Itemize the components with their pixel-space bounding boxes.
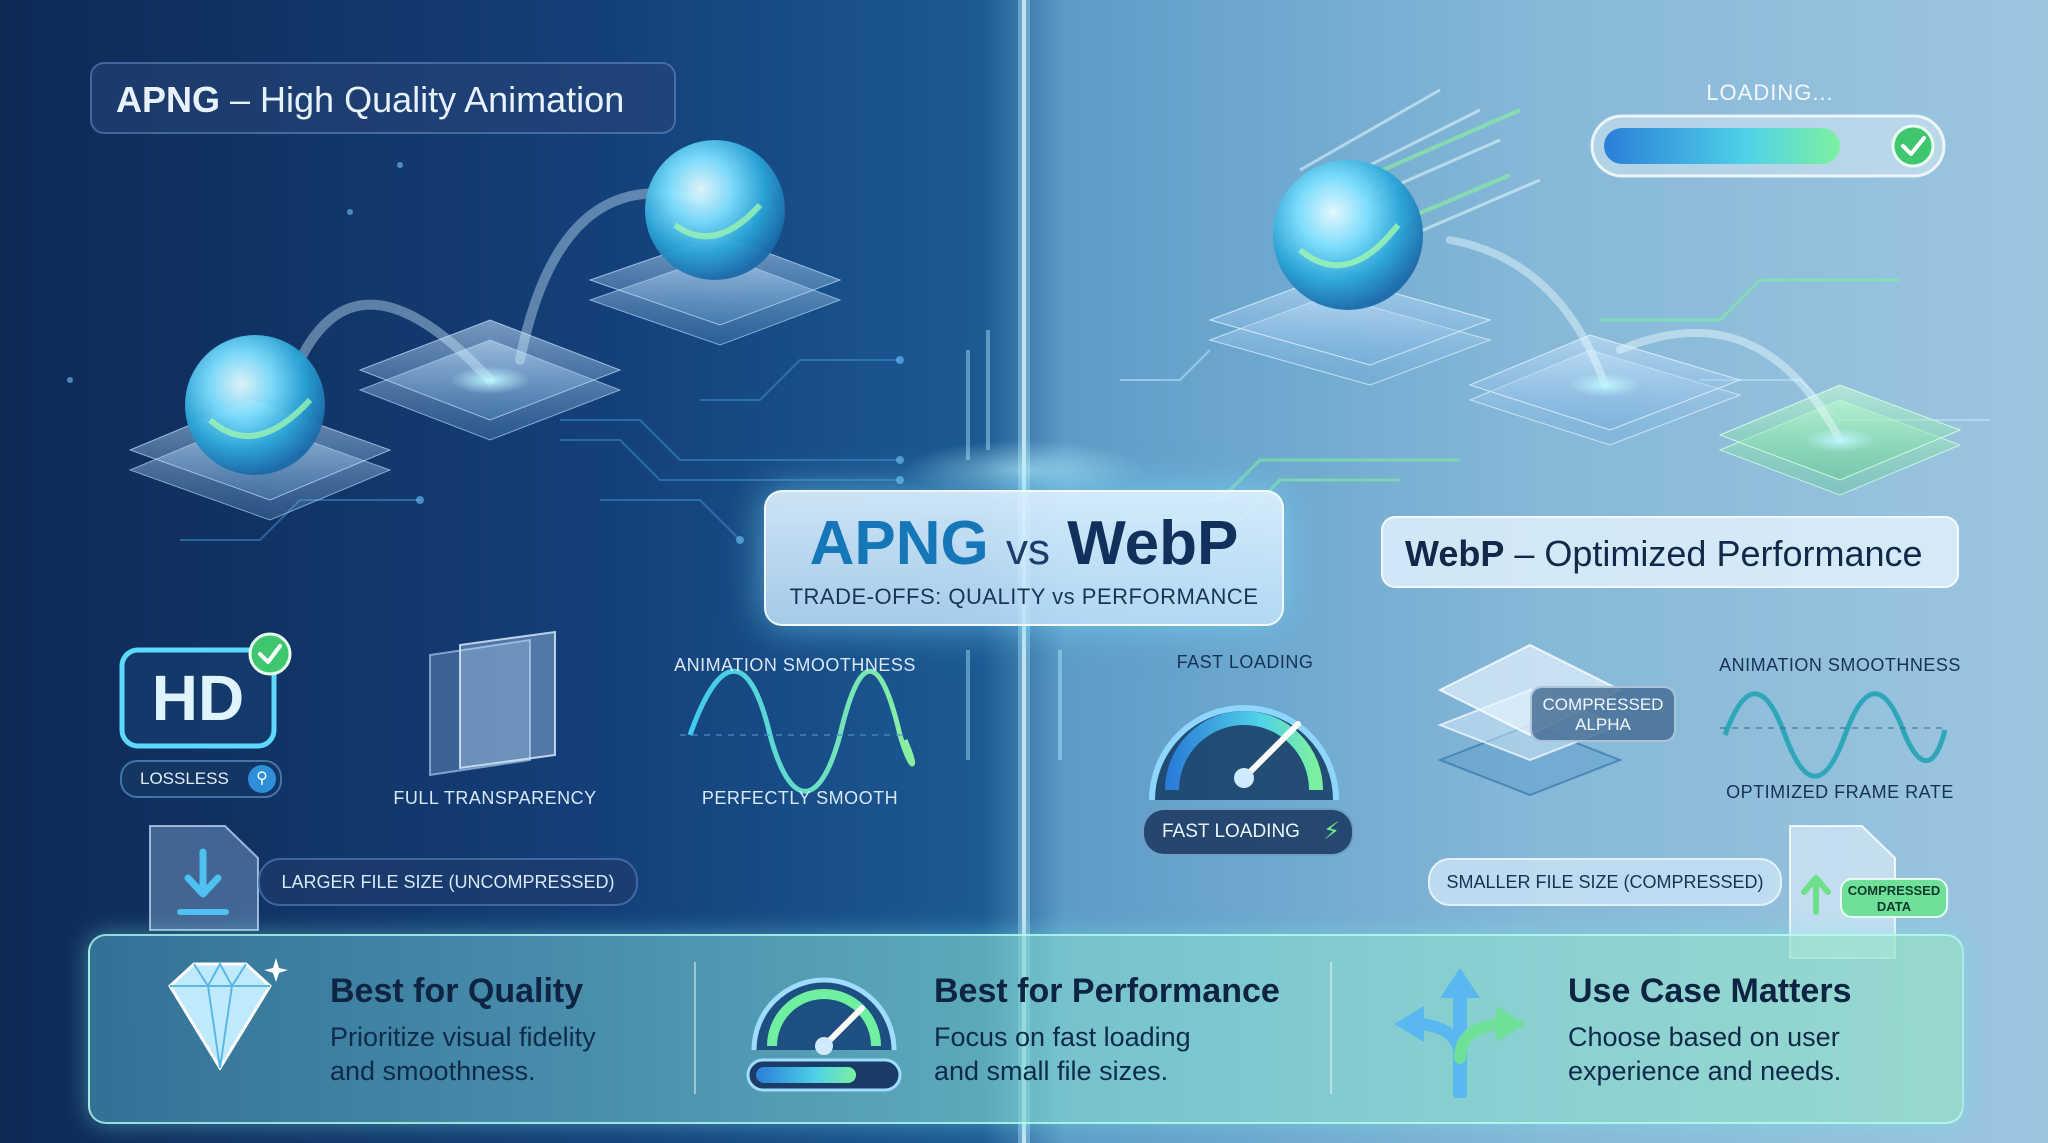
card-performance-line1: Focus on fast loading <box>934 1022 1191 1052</box>
fast-loading-title: FAST LOADING <box>1176 652 1314 672</box>
compressed-alpha-line2: ALPHA <box>1575 715 1631 734</box>
card-usecase-desc: Choose based on user experience and need… <box>1568 1020 1898 1088</box>
transparency-label: FULL TRANSPARENCY <box>393 788 597 808</box>
card-usecase-title: Use Case Matters <box>1568 972 1852 1010</box>
fast-loading-badge-label: FAST LOADING <box>1162 821 1300 842</box>
main-title-webp: WebP <box>1067 509 1239 578</box>
webp-section-title: WebP – Optimized Performance <box>1381 516 1959 588</box>
lossless-label: LOSSLESS <box>140 769 229 788</box>
hd-text: HD <box>151 662 245 734</box>
apng-smoothness-value: PERFECTLY SMOOTH <box>701 788 899 808</box>
card-quality-title: Best for Quality <box>330 972 584 1010</box>
hd-icon: HD <box>122 650 274 746</box>
card-quality-desc: Prioritize visual fidelity and smoothnes… <box>330 1020 660 1088</box>
webp-file-size: SMALLER FILE SIZE (COMPRESSED) <box>1428 858 1782 906</box>
card-performance-desc: Focus on fast loading and small file siz… <box>934 1020 1264 1088</box>
apng-file-size: LARGER FILE SIZE (UNCOMPRESSED) <box>258 858 638 906</box>
download-file-icon <box>150 826 258 930</box>
speedometer-gauge-icon <box>746 977 902 1092</box>
webp-smoothness-title: ANIMATION SMOOTHNESS <box>1719 655 1961 675</box>
card-performance-title: Best for Performance <box>934 972 1280 1010</box>
card-quality-line1: Prioritize visual fidelity <box>330 1022 596 1052</box>
magnifier-icon: ⚲ <box>248 765 276 793</box>
card-usecase-line2: experience and needs. <box>1568 1056 1842 1086</box>
compressed-data-badge: COMPRESSED DATA <box>1840 878 1948 918</box>
summary-divider <box>1330 962 1332 1094</box>
card-performance-line2: and small file sizes. <box>934 1056 1169 1086</box>
card-usecase-line1: Choose based on user <box>1568 1022 1840 1052</box>
summary-panel <box>88 934 1964 1124</box>
apng-title-rest: – High Quality Animation <box>220 79 625 120</box>
compressed-data-line2: DATA <box>1876 899 1912 914</box>
apng-section-title: APNG – High Quality Animation <box>90 62 676 134</box>
speedometer-icon <box>1150 690 1340 805</box>
diamond-icon <box>168 958 288 1071</box>
compressed-alpha-badge: COMPRESSED ALPHA <box>1530 686 1676 742</box>
fast-loading-badge: FAST LOADING ⚡ <box>1142 808 1354 856</box>
compressed-data-line1: COMPRESSED <box>1847 883 1941 898</box>
main-subtitle: TRADE-OFFS: QUALITY vs PERFORMANCE <box>789 584 1259 609</box>
main-title: APNG vs WebP <box>766 508 1282 579</box>
center-title-box: APNG vs WebP TRADE-OFFS: QUALITY vs PERF… <box>764 490 1284 626</box>
loading-label: LOADING... <box>1706 80 1834 105</box>
apng-title-bold: APNG <box>116 79 221 120</box>
webp-smoothness-value: OPTIMIZED FRAME RATE <box>1726 782 1954 802</box>
main-title-apng: APNG <box>809 509 989 578</box>
main-title-vs: vs <box>1006 525 1051 574</box>
lossless-badge: LOSSLESS ⚲ <box>120 760 282 798</box>
webp-title-bold: WebP <box>1405 533 1505 574</box>
lightning-icon: ⚡ <box>1323 818 1340 845</box>
apng-smoothness-title: ANIMATION SMOOTHNESS <box>674 655 916 675</box>
compressed-alpha-line1: COMPRESSED <box>1542 695 1664 714</box>
split-arrows-icon <box>1394 968 1526 1098</box>
card-quality-line2: and smoothness. <box>330 1056 536 1086</box>
summary-divider <box>694 962 696 1094</box>
webp-title-rest: – Optimized Performance <box>1504 533 1923 574</box>
